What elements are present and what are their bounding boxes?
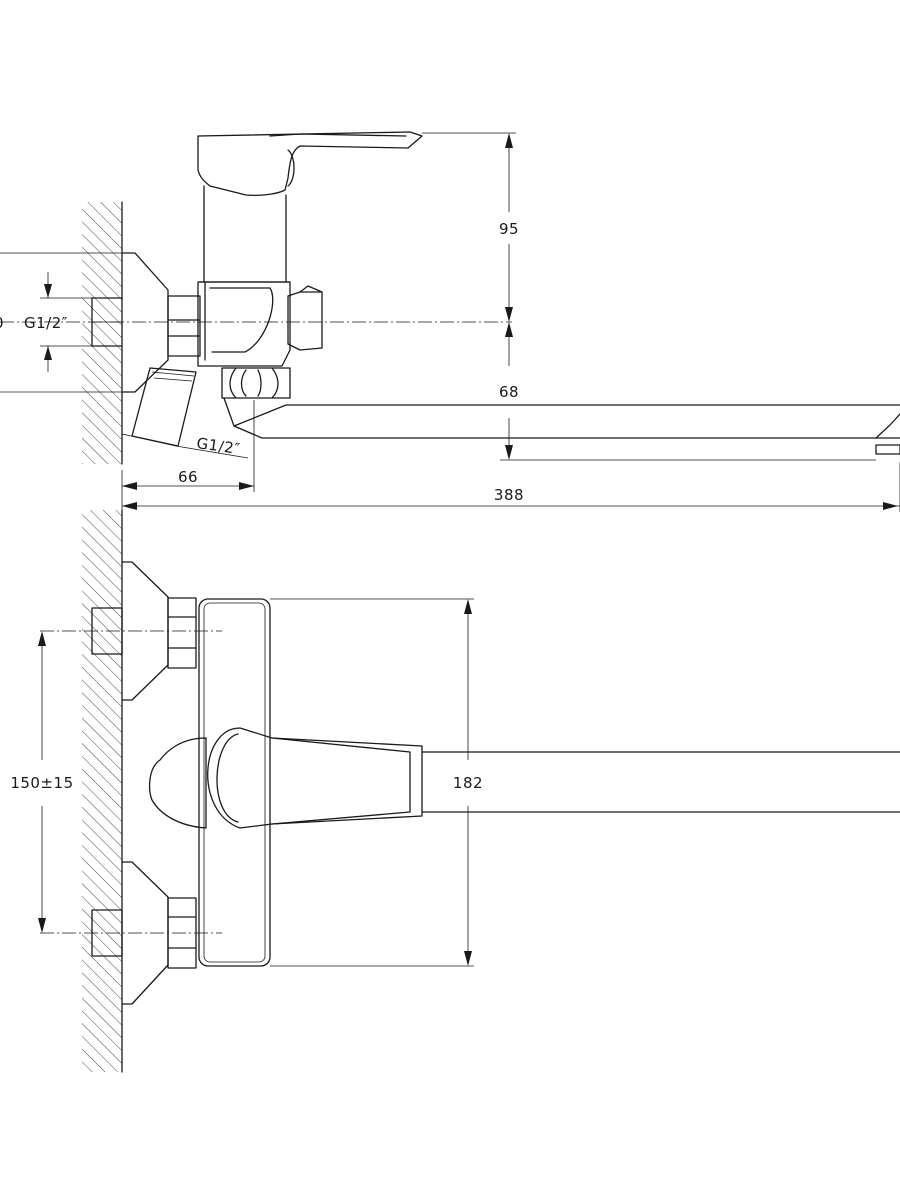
hex-nut-side: [167, 295, 201, 357]
spout-nut: [221, 367, 291, 399]
mixer-body-front: [198, 598, 271, 967]
dim-inlet-spacing: 150±15: [10, 774, 73, 792]
dim-body-height: 182: [453, 774, 483, 792]
escutcheon-side: [121, 252, 169, 393]
dim-spout-length: 388: [494, 486, 524, 504]
dim-handle-height: 95: [499, 220, 519, 238]
handle-lever-front: [207, 727, 423, 829]
diverter-body: [197, 281, 291, 367]
wall-hatch-top: [82, 202, 122, 464]
dim-partial-left: 0: [0, 314, 4, 332]
dim-spout-offset: 68: [499, 383, 519, 401]
handle-cap-front: [148, 737, 207, 829]
diverter-knob: [287, 285, 323, 351]
spout-side: [223, 397, 900, 439]
wall-hatch-bottom: [82, 510, 122, 1072]
dim-inlet-thread: G1/2″: [24, 314, 68, 332]
handle-lever-side: [197, 131, 423, 196]
side-view: 95 68 0 G1/2″ G1/2″ 66 388: [0, 131, 900, 512]
dim-outlet-thread: G1/2″: [195, 434, 241, 458]
front-view: 150±15 182: [10, 509, 900, 1073]
dim-wall-to-outlet: 66: [178, 468, 198, 486]
shower-outlet: [131, 367, 197, 447]
